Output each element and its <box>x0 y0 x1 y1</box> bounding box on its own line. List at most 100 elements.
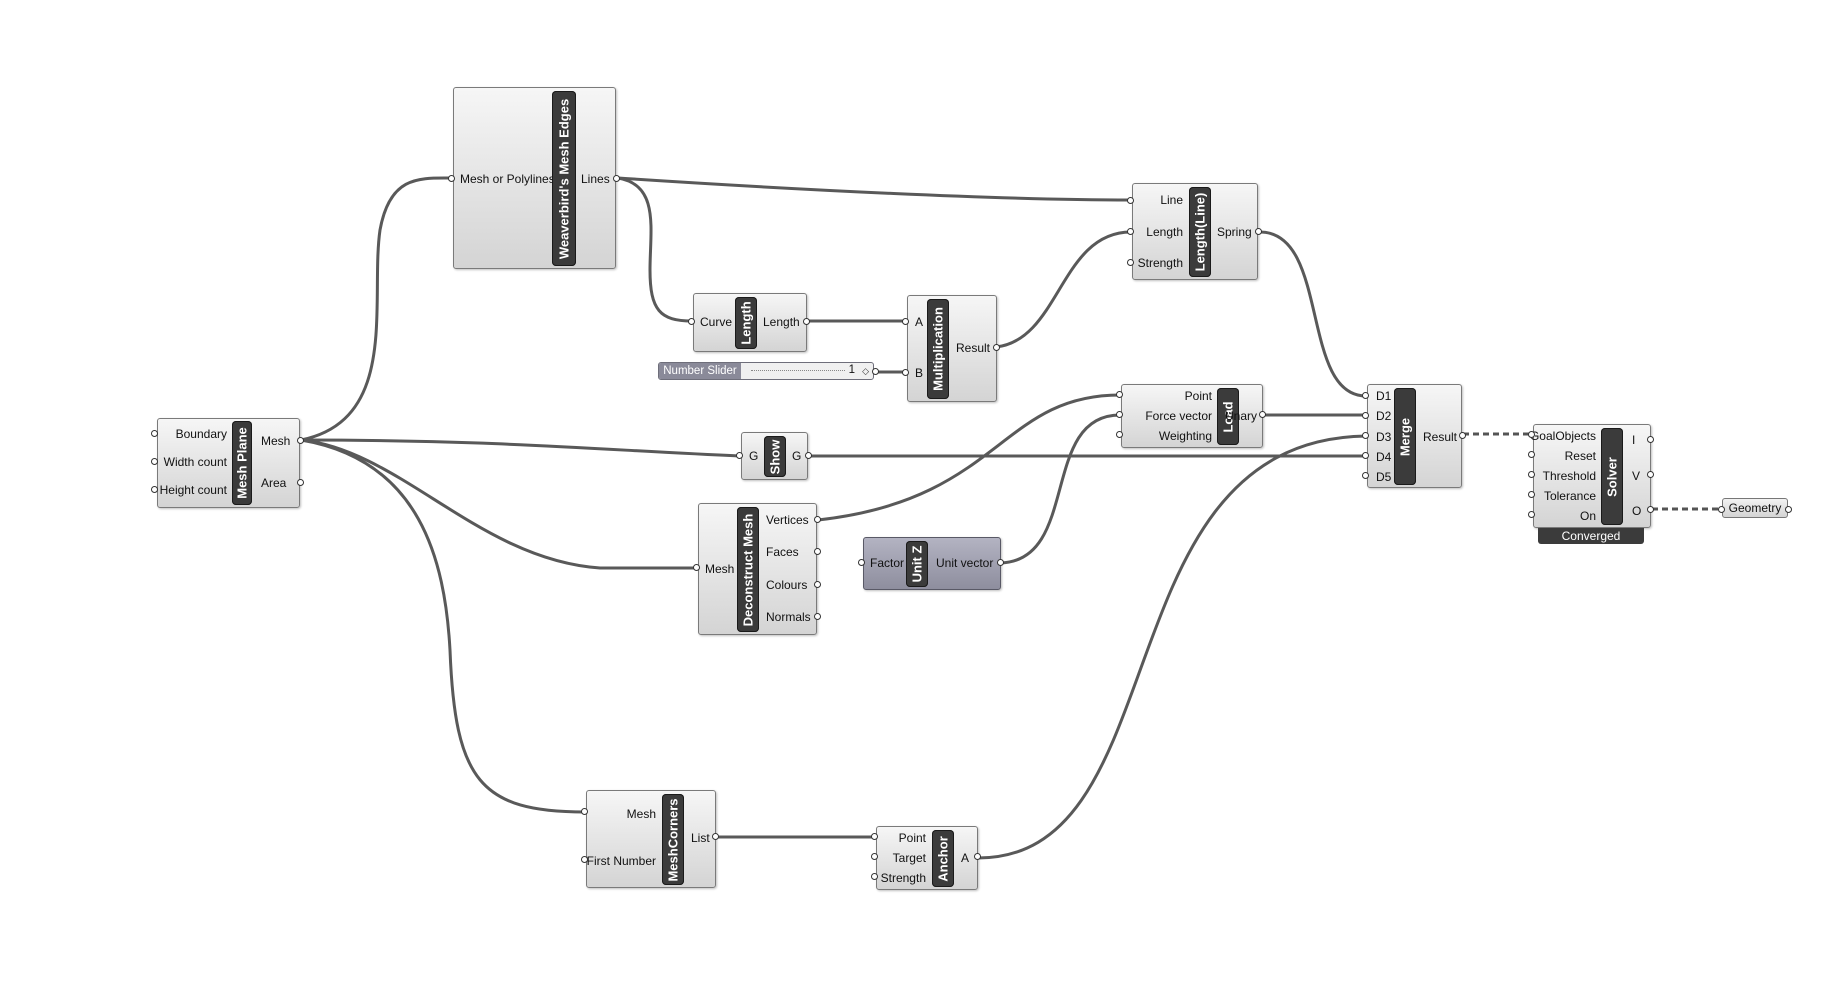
slider-track[interactable] <box>751 370 845 372</box>
node-length-line[interactable]: Line Length Strength Length(Line) Spring <box>1132 183 1258 280</box>
port[interactable] <box>803 318 810 325</box>
input-strength: Strength <box>1137 256 1183 270</box>
port[interactable] <box>872 368 879 375</box>
node-title-unit-z: Unit Z <box>906 541 928 587</box>
port[interactable] <box>902 318 909 325</box>
port[interactable] <box>1116 431 1123 438</box>
input-curve: Curve <box>700 315 733 329</box>
port[interactable] <box>993 344 1000 351</box>
output-mesh: Mesh <box>261 434 291 448</box>
port[interactable] <box>1647 436 1654 443</box>
port[interactable] <box>297 437 304 444</box>
output-list: List <box>691 831 710 845</box>
port[interactable] <box>1127 197 1134 204</box>
node-load[interactable]: Point Force vector Weighting Load Unary <box>1121 384 1263 448</box>
port[interactable] <box>1785 506 1792 513</box>
port[interactable] <box>581 808 588 815</box>
port[interactable] <box>1647 471 1654 478</box>
node-mesh-corners[interactable]: Mesh First Number MeshCorners List <box>586 790 716 888</box>
port[interactable] <box>974 853 981 860</box>
port[interactable] <box>1459 432 1466 439</box>
port[interactable] <box>858 559 865 566</box>
port[interactable] <box>151 430 158 437</box>
port[interactable] <box>814 516 821 523</box>
output-g: G <box>792 449 802 463</box>
port[interactable] <box>814 581 821 588</box>
input-d1: D1 <box>1376 389 1392 403</box>
node-title-merge: Merge <box>1394 388 1416 485</box>
port[interactable] <box>1647 506 1654 513</box>
node-solver[interactable]: GoalObjects Reset Threshold Tolerance On… <box>1530 424 1651 528</box>
port[interactable] <box>693 564 700 571</box>
node-length[interactable]: Curve Length Length <box>693 293 807 352</box>
port[interactable] <box>1116 411 1123 418</box>
number-slider[interactable]: Number Slider 1 ◇ <box>658 362 874 380</box>
port[interactable] <box>814 548 821 555</box>
geometry-param[interactable]: Geometry <box>1722 498 1788 518</box>
input-d3: D3 <box>1376 430 1392 444</box>
node-deconstruct-mesh[interactable]: Mesh Deconstruct Mesh Vertices Faces Col… <box>698 503 817 635</box>
wire-mesh-to-wbedges <box>300 176 453 442</box>
port[interactable] <box>581 856 588 863</box>
node-weaverbird-mesh-edges[interactable]: Mesh or Polylines Weaverbird's Mesh Edge… <box>453 87 616 269</box>
port[interactable] <box>736 452 743 459</box>
port[interactable] <box>1528 471 1535 478</box>
node-mesh-plane[interactable]: Boundary Width count Height count Mesh P… <box>157 418 300 508</box>
slider-grip-icon[interactable]: ◇ <box>862 366 869 376</box>
port[interactable] <box>1528 511 1535 518</box>
port[interactable] <box>1528 491 1535 498</box>
port[interactable] <box>871 833 878 840</box>
port[interactable] <box>297 479 304 486</box>
node-merge[interactable]: D1 D2 D3 D4 D5 Merge Result <box>1367 384 1462 488</box>
port[interactable] <box>1362 432 1369 439</box>
port[interactable] <box>871 873 878 880</box>
port[interactable] <box>1362 392 1369 399</box>
output-result: Result <box>956 341 991 355</box>
port[interactable] <box>902 369 909 376</box>
node-title-mesh-corners: MeshCorners <box>662 794 684 885</box>
wire-unitz-to-load-force <box>1000 413 1121 565</box>
output-v: V <box>1632 469 1641 483</box>
input-d5: D5 <box>1376 470 1392 484</box>
output-area: Area <box>261 476 287 490</box>
node-show[interactable]: G Show G <box>741 432 808 480</box>
input-width-count: Width count <box>163 455 227 469</box>
port[interactable] <box>871 853 878 860</box>
port[interactable] <box>814 613 821 620</box>
port[interactable] <box>1127 228 1134 235</box>
port[interactable] <box>1259 411 1266 418</box>
port[interactable] <box>1362 472 1369 479</box>
port[interactable] <box>1718 506 1725 513</box>
input-first-number: First Number <box>586 854 656 868</box>
port[interactable] <box>997 559 1004 566</box>
output-result: Result <box>1423 430 1458 444</box>
port[interactable] <box>805 452 812 459</box>
slider-value: 1 <box>848 364 855 376</box>
node-title-load: Load <box>1217 388 1239 445</box>
port[interactable] <box>448 175 455 182</box>
port[interactable] <box>1127 259 1134 266</box>
port[interactable] <box>1528 451 1535 458</box>
input-b: B <box>915 366 924 380</box>
port[interactable] <box>1362 412 1369 419</box>
port[interactable] <box>1528 431 1535 438</box>
input-target: Target <box>892 851 926 865</box>
port[interactable] <box>712 833 719 840</box>
port[interactable] <box>151 486 158 493</box>
node-title-anchor: Anchor <box>932 830 954 887</box>
node-unit-z[interactable]: Factor Unit Z Unit vector <box>863 537 1001 590</box>
node-title-length-line: Length(Line) <box>1189 187 1211 277</box>
port[interactable] <box>613 175 620 182</box>
port[interactable] <box>151 458 158 465</box>
port[interactable] <box>1255 228 1262 235</box>
node-anchor[interactable]: Point Target Strength Anchor A <box>876 826 978 890</box>
node-title-weaverbird: Weaverbird's Mesh Edges <box>552 91 576 266</box>
node-multiplication[interactable]: A B Multiplication Result <box>907 295 997 402</box>
wire-vertices-to-load-point <box>817 393 1121 522</box>
port[interactable] <box>1116 391 1123 398</box>
input-d4: D4 <box>1376 450 1392 464</box>
input-strength: Strength <box>880 871 926 885</box>
port[interactable] <box>1362 452 1369 459</box>
port[interactable] <box>688 318 695 325</box>
